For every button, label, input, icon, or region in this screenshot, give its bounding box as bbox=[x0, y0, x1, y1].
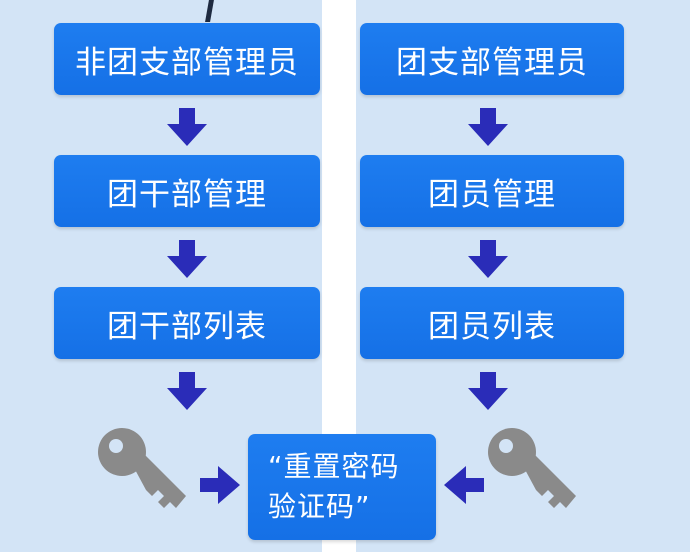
left-step-3-label: 团干部列表 bbox=[107, 308, 267, 345]
key-left-icon bbox=[98, 428, 186, 508]
right-step-1-label: 团支部管理员 bbox=[396, 44, 588, 81]
key-right-icon bbox=[488, 428, 576, 508]
right-arrow-down-3-icon bbox=[468, 372, 508, 410]
right-step-2-label: 团员管理 bbox=[428, 176, 556, 213]
right-step-1-box: 团支部管理员 bbox=[360, 23, 624, 95]
right-arrow-down-1-icon bbox=[468, 108, 508, 146]
left-step-1-box: 非团支部管理员 bbox=[54, 23, 320, 95]
right-step-2-box: 团员管理 bbox=[360, 155, 624, 227]
arrow-right-icon bbox=[200, 466, 240, 504]
reset-password-code-box: “重置密码 验证码” bbox=[248, 434, 436, 540]
left-arrow-down-3-icon bbox=[167, 372, 207, 410]
final-line-2: 验证码” bbox=[268, 490, 371, 523]
left-arrow-down-2-icon bbox=[167, 240, 207, 278]
arrow-left-icon bbox=[444, 466, 484, 504]
left-step-1-label: 非团支部管理员 bbox=[75, 44, 299, 81]
final-line-1: “重置密码 bbox=[268, 450, 400, 483]
left-arrow-down-1-icon bbox=[167, 108, 207, 146]
left-step-2-label: 团干部管理 bbox=[107, 176, 267, 213]
left-step-3-box: 团干部列表 bbox=[54, 287, 320, 359]
right-arrow-down-2-icon bbox=[468, 240, 508, 278]
left-step-2-box: 团干部管理 bbox=[54, 155, 320, 227]
right-step-3-label: 团员列表 bbox=[428, 308, 556, 345]
right-step-3-box: 团员列表 bbox=[360, 287, 624, 359]
